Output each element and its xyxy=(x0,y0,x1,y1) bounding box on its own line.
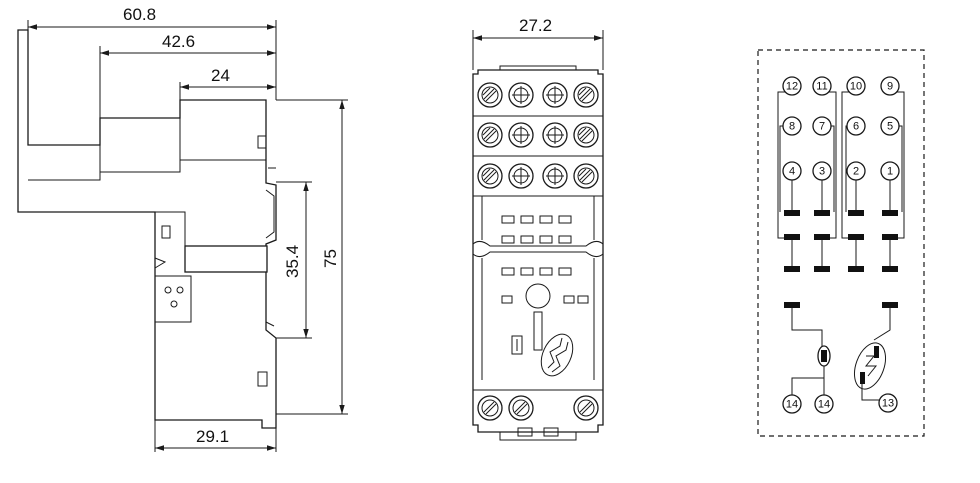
pin-6: 6 xyxy=(846,116,866,136)
terminal-screw xyxy=(508,395,534,421)
dim-width: 27.2 xyxy=(519,16,552,35)
pin-label: 4 xyxy=(789,166,795,178)
pin-10: 10 xyxy=(846,76,866,96)
side-body-outline xyxy=(17,29,277,429)
dim-rail-width: 35.4 xyxy=(283,245,302,278)
pin-8: 8 xyxy=(782,116,802,136)
dim-base-depth: 29.1 xyxy=(196,427,229,446)
pin-slot xyxy=(558,267,572,276)
pin-label: 12 xyxy=(786,81,798,93)
pin-slot xyxy=(539,215,553,224)
pin-slot xyxy=(563,295,575,304)
terminal-screw xyxy=(477,395,503,421)
pin-7: 7 xyxy=(812,116,832,136)
terminal-screw xyxy=(508,122,534,148)
pin-slot xyxy=(520,267,534,276)
terminal-screw xyxy=(573,82,599,108)
pin-11: 11 xyxy=(812,76,832,96)
terminal-screw xyxy=(542,122,568,148)
wiring-schematic: 12 11 10 9 8 7 6 5 4 3 2 1 14 14 13 xyxy=(757,49,925,437)
terminal-screw xyxy=(542,163,568,189)
pin-slot xyxy=(501,215,515,224)
pin-label: 9 xyxy=(887,81,893,93)
pin-label: 8 xyxy=(789,121,795,133)
pin-slot xyxy=(501,235,515,244)
pin-label: 14 xyxy=(818,399,830,411)
pin-label: 7 xyxy=(819,121,825,133)
pin-label: 5 xyxy=(887,121,893,133)
pin-12: 12 xyxy=(782,76,802,96)
terminal-screw xyxy=(508,82,534,108)
schematic-border xyxy=(757,49,925,437)
pin-label: 3 xyxy=(819,166,825,178)
pin-13: 13 xyxy=(878,393,898,413)
pin-5: 5 xyxy=(880,116,900,136)
front-view: 27.2 xyxy=(472,16,604,441)
pin-slot xyxy=(520,215,534,224)
schematic-pins: 12 11 10 9 8 7 6 5 4 3 2 1 14 14 13 xyxy=(782,76,900,414)
pin-2: 2 xyxy=(846,161,866,181)
pin-label: 13 xyxy=(882,398,894,410)
pin-slot xyxy=(539,267,553,276)
terminal-screw xyxy=(477,122,503,148)
pin-slot xyxy=(577,295,589,304)
terminal-screw xyxy=(477,82,503,108)
front-slots xyxy=(501,215,589,304)
pin-slot xyxy=(501,267,515,276)
pin-slot xyxy=(558,215,572,224)
front-terminals xyxy=(477,82,599,421)
pin-slot xyxy=(558,235,572,244)
pin-label: 14 xyxy=(786,399,798,411)
dim-step-depth: 24 xyxy=(211,66,230,85)
pin-14: 14 xyxy=(782,394,802,414)
pin-4: 4 xyxy=(782,161,802,181)
pin-label: 2 xyxy=(853,166,859,178)
terminal-screw xyxy=(542,82,568,108)
pin-slot xyxy=(501,295,513,304)
pin-14: 14 xyxy=(814,394,834,414)
pin-1: 1 xyxy=(880,161,900,181)
terminal-screw xyxy=(508,163,534,189)
pin-label: 6 xyxy=(853,121,859,133)
dim-mid-depth: 42.6 xyxy=(162,32,195,51)
pin-3: 3 xyxy=(812,161,832,181)
pin-slot xyxy=(539,235,553,244)
terminal-screw xyxy=(573,122,599,148)
side-view: 60.8 42.6 24 35.4 75 29.1 xyxy=(17,5,348,452)
terminal-screw xyxy=(573,163,599,189)
terminal-screw xyxy=(477,163,503,189)
pin-label: 10 xyxy=(850,81,862,93)
pin-9: 9 xyxy=(880,76,900,96)
pin-label: 1 xyxy=(887,166,893,178)
terminal-screw xyxy=(573,395,599,421)
pin-label: 11 xyxy=(816,81,827,93)
dim-height: 75 xyxy=(321,249,340,268)
dim-overall-depth: 60.8 xyxy=(123,5,156,24)
pin-slot xyxy=(520,235,534,244)
